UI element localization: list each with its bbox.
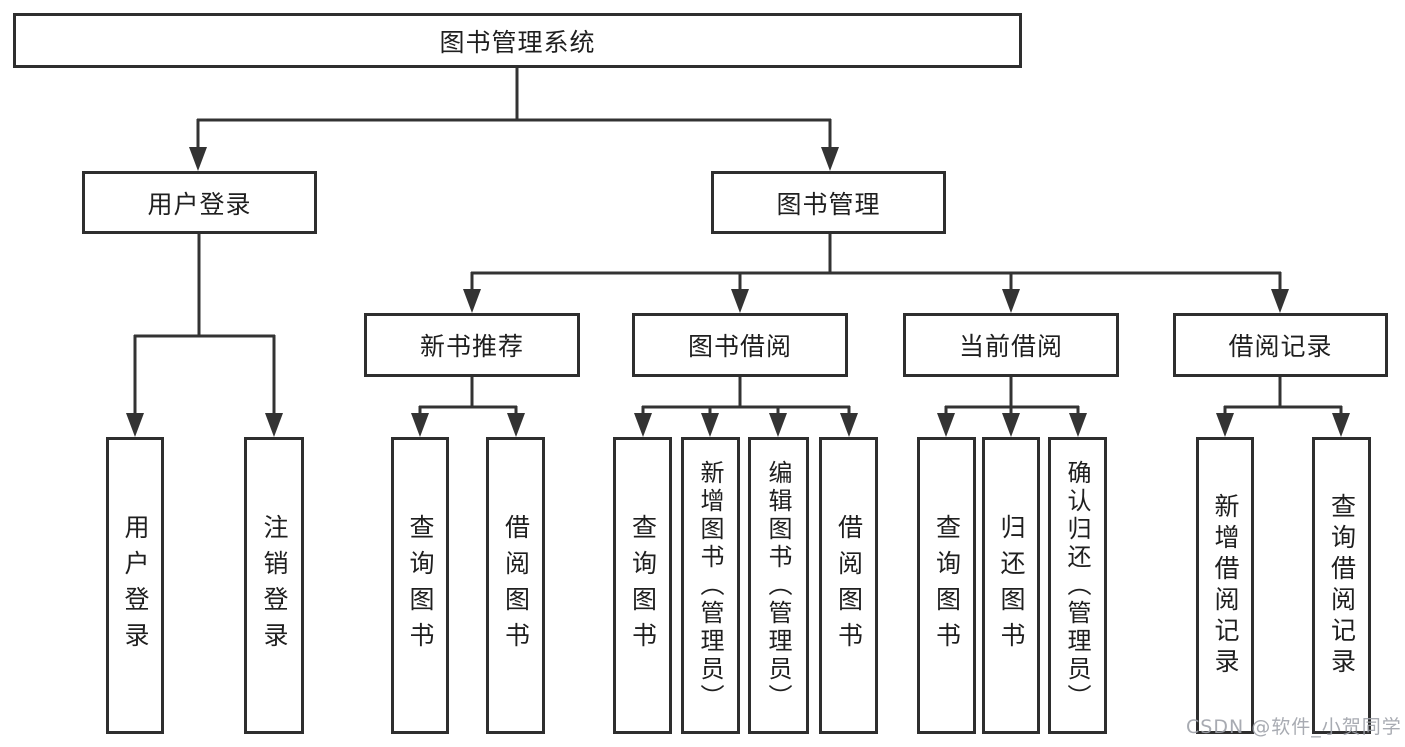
arrowhead (937, 413, 955, 437)
arrowhead (1216, 413, 1234, 437)
leaf-query-books-recommend: 查询图书 (391, 437, 449, 734)
node-borrow-records: 借阅记录 (1173, 313, 1388, 377)
leaf-label: 查询借阅记录 (1327, 492, 1357, 679)
node-user-login: 用户登录 (82, 171, 317, 234)
connector-new-book-to-leaves (411, 377, 525, 437)
arrowhead (840, 413, 858, 437)
node-new-book-recommend: 新书推荐 (364, 313, 580, 377)
node-book-borrow: 图书借阅 (632, 313, 848, 377)
leaf-label: 用户登录 (121, 513, 150, 658)
leaf-label: 新增借阅记录 (1211, 492, 1240, 679)
arrowhead (701, 413, 719, 437)
node-root-label: 图书管理系统 (439, 27, 596, 57)
leaf-label: 查询图书 (932, 513, 962, 658)
leaf-borrow-books-recommend: 借阅图书 (486, 437, 545, 734)
leaf-confirm-return-admin: 确认归还（管理员） (1048, 437, 1107, 734)
leaf-label: 编辑图书（管理员） (764, 459, 792, 712)
leaf-query-books-current: 查询图书 (917, 437, 976, 734)
arrowhead (265, 413, 283, 437)
leaf-label: 归还图书 (997, 513, 1026, 658)
connector-current-borrow-to-leaves (937, 377, 1087, 437)
node-current-borrow-label: 当前借阅 (958, 332, 1063, 361)
arrowhead (189, 147, 207, 171)
leaf-label: 注销登录 (260, 513, 289, 658)
arrowhead (731, 289, 749, 313)
node-user-login-label: 用户登录 (147, 189, 252, 219)
leaf-label: 查询图书 (406, 513, 435, 658)
leaf-label: 查询图书 (628, 513, 658, 658)
arrowhead (1271, 289, 1289, 313)
arrowhead (507, 413, 525, 437)
leaf-return-books: 归还图书 (982, 437, 1040, 734)
leaf-logout: 注销登录 (244, 437, 304, 734)
node-book-management-label: 图书管理 (776, 189, 881, 219)
watermark: CSDN @软件_小贺同学 (1186, 716, 1402, 738)
leaf-user-login: 用户登录 (106, 437, 164, 734)
node-new-book-recommend-label: 新书推荐 (419, 332, 524, 361)
leaf-edit-books-admin: 编辑图书（管理员） (748, 437, 809, 734)
connector-borrow-records-to-leaves (1216, 377, 1350, 437)
connector-book-management-to-level3 (463, 234, 1289, 313)
arrowhead (411, 413, 429, 437)
arrowhead (634, 413, 652, 437)
connector-user-login-to-leaves (126, 234, 283, 437)
leaf-query-books-borrow: 查询图书 (613, 437, 672, 734)
leaf-query-borrow-record: 查询借阅记录 (1312, 437, 1371, 734)
connector-book-borrow-to-leaves (634, 377, 858, 437)
arrowhead (1002, 413, 1020, 437)
node-book-borrow-label: 图书借阅 (687, 332, 792, 361)
leaf-label: 借阅图书 (834, 513, 864, 658)
connector-root-to-level2 (189, 68, 839, 171)
node-book-management: 图书管理 (711, 171, 946, 234)
leaf-add-borrow-record: 新增借阅记录 (1196, 437, 1254, 734)
node-borrow-records-label: 借阅记录 (1228, 332, 1333, 361)
arrowhead (1332, 413, 1350, 437)
leaf-label: 借阅图书 (501, 513, 531, 658)
node-current-borrow: 当前借阅 (903, 313, 1119, 377)
node-root: 图书管理系统 (13, 13, 1022, 68)
arrowhead (1069, 413, 1087, 437)
arrowhead (821, 147, 839, 171)
arrowhead (126, 413, 144, 437)
arrowhead (463, 289, 481, 313)
leaf-label: 新增图书（管理员） (696, 459, 724, 712)
leaf-label: 确认归还（管理员） (1063, 459, 1091, 712)
leaf-borrow-books: 借阅图书 (819, 437, 878, 734)
arrowhead (769, 413, 787, 437)
leaf-add-books-admin: 新增图书（管理员） (681, 437, 740, 734)
arrowhead (1002, 289, 1020, 313)
